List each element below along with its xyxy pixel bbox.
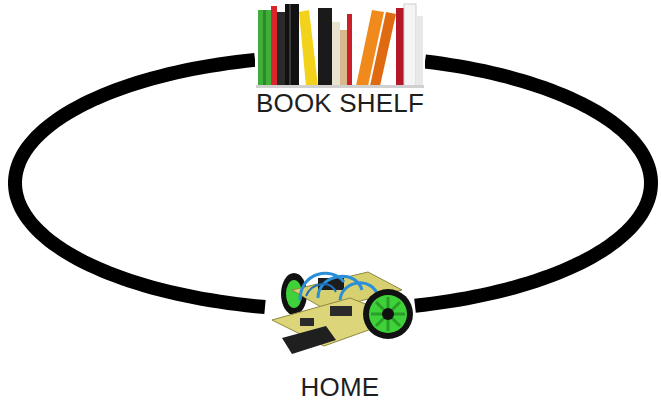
wheel — [363, 289, 413, 339]
shelf-board — [256, 85, 424, 88]
track-path — [15, 60, 265, 307]
book — [332, 22, 340, 86]
illustration-background — [255, 0, 425, 90]
book — [347, 14, 352, 86]
book — [299, 10, 318, 86]
wheel-spokes — [371, 297, 405, 331]
robot-illustration — [266, 266, 414, 366]
wire — [306, 284, 336, 296]
book — [271, 6, 277, 86]
wheel-rim — [369, 295, 407, 333]
chip — [300, 318, 314, 326]
book — [416, 16, 423, 86]
book — [404, 4, 416, 86]
track-path — [415, 61, 651, 305]
wheel-hub — [382, 308, 394, 320]
node-label: BOOK SHELF — [256, 88, 424, 118]
book — [318, 8, 332, 86]
book — [258, 10, 271, 86]
book — [396, 8, 404, 86]
book — [370, 12, 396, 86]
chip — [330, 306, 352, 316]
home-node: HOME — [265, 266, 415, 402]
book — [277, 12, 285, 86]
book — [263, 10, 266, 86]
wire — [300, 273, 378, 300]
sensor-strip — [282, 326, 336, 354]
book — [285, 4, 299, 86]
illustration-background — [266, 266, 414, 366]
book — [340, 30, 347, 86]
book — [289, 4, 291, 86]
bookshelf-illustration — [255, 0, 425, 90]
node-label: HOME — [301, 372, 380, 402]
bookshelf-node: BOOK SHELF — [255, 0, 425, 118]
